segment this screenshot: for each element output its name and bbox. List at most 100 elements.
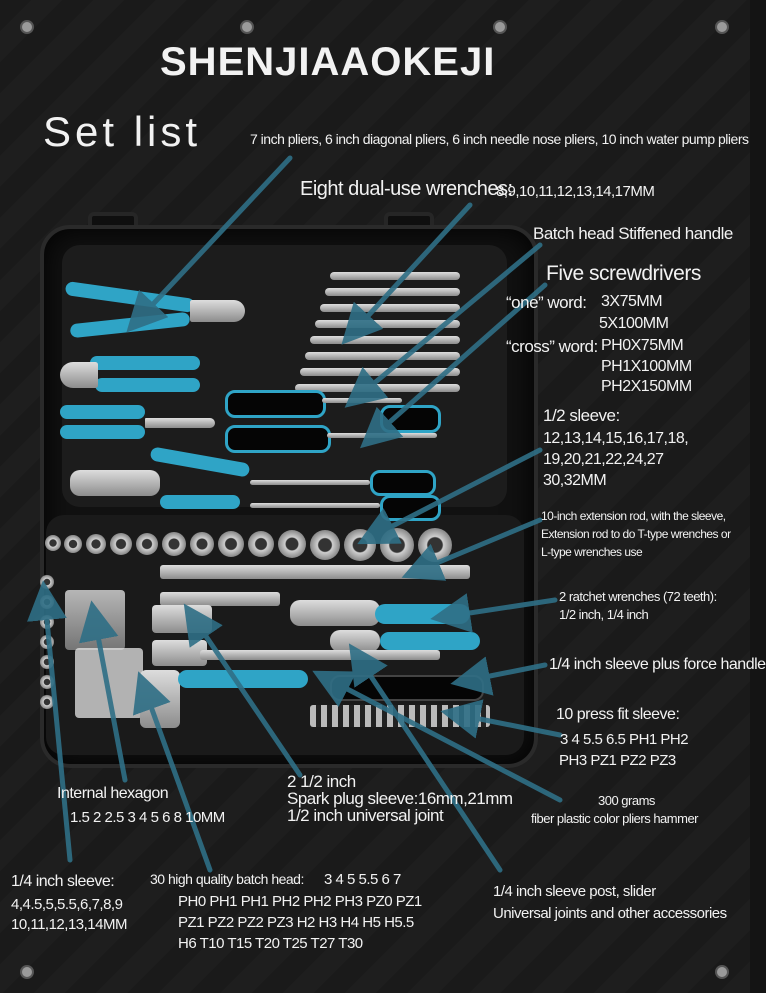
label-press-fit-title: 10 press fit sleeve: bbox=[556, 706, 680, 723]
screwdriver-shaft bbox=[250, 503, 380, 508]
label-batch-head-1: PH0 PH1 PH1 PH2 PH2 PH3 PZ0 PZ1 bbox=[178, 893, 422, 910]
label-extension-3: L-type wrenches use bbox=[541, 545, 643, 559]
socket bbox=[162, 532, 186, 556]
pliers-handle bbox=[95, 378, 200, 392]
combination-wrench bbox=[315, 320, 460, 328]
label-pliers: 7 inch pliers, 6 inch diagonal pliers, 6… bbox=[250, 131, 749, 147]
label-press-fit-2: PH3 PZ1 PZ2 PZ3 bbox=[559, 752, 676, 769]
hammer-handle bbox=[178, 670, 308, 688]
label-quarter-sleeve-1: 4,4.5,5,5.5,6,7,8,9 bbox=[11, 896, 123, 913]
label-cross-3: PH2X150MM bbox=[601, 378, 692, 395]
arrow-extension bbox=[401, 517, 543, 581]
label-extension-1: 10-inch extension rod, with the sleeve, bbox=[541, 509, 726, 523]
label-wrenches-sizes: 8,9,10,11,12,13,14,17MM bbox=[496, 183, 655, 200]
label-force-handle: 1/4 inch sleeve plus force handle bbox=[549, 656, 766, 673]
extension-bar bbox=[160, 565, 470, 579]
arrow-spark bbox=[183, 603, 303, 778]
pliers-handle bbox=[160, 495, 240, 509]
arrow-screwdrivers bbox=[360, 282, 548, 449]
label-cross-1: PH0X75MM bbox=[601, 337, 684, 354]
label-screwdrivers-title: Five screwdrivers bbox=[546, 262, 701, 285]
arrow-press-fit bbox=[440, 699, 563, 739]
pliers-handle bbox=[60, 405, 145, 419]
label-batch-handle: Batch head Stiffened handle bbox=[533, 224, 733, 243]
rivet bbox=[493, 20, 507, 34]
label-one-word: “one” word: bbox=[506, 293, 587, 312]
combination-wrench bbox=[320, 304, 460, 312]
socket bbox=[64, 535, 82, 553]
label-wrenches-title: Eight dual-use wrenches: bbox=[300, 178, 513, 200]
screwdriver-shaft bbox=[250, 480, 370, 485]
rivet bbox=[240, 20, 254, 34]
label-hammer-2: fiber plastic color pliers hammer bbox=[531, 811, 699, 826]
label-hammer-1: 300 grams bbox=[598, 793, 655, 808]
rivet bbox=[715, 965, 729, 979]
ratchet-handle bbox=[380, 632, 480, 650]
label-batch-head-0: 3 4 5 5.5 6 7 bbox=[324, 871, 401, 888]
socket bbox=[248, 531, 274, 557]
label-internal-hex-sizes: 1.5 2 2.5 3 4 5 6 8 10MM bbox=[70, 809, 225, 826]
label-internal-hex-title: Internal hexagon bbox=[57, 785, 169, 802]
label-spark-1: 2 1/2 inch bbox=[287, 772, 356, 791]
socket bbox=[190, 532, 214, 556]
label-cross-2: PH1X100MM bbox=[601, 358, 692, 375]
label-post-2: Universal joints and other accessories bbox=[493, 905, 727, 922]
pliers-jaw bbox=[60, 362, 98, 388]
label-spark-2: Spark plug sleeve:16mm,21mm bbox=[287, 789, 513, 808]
screwdriver-handle bbox=[225, 425, 331, 453]
socket bbox=[86, 534, 106, 554]
label-one-word-1: 3X75MM bbox=[601, 293, 663, 310]
extension-bar bbox=[160, 592, 280, 606]
socket bbox=[45, 535, 61, 551]
label-ratchet-2: 1/2 inch, 1/4 inch bbox=[559, 607, 649, 622]
rivet bbox=[20, 965, 34, 979]
label-batch-head-2: PZ1 PZ2 PZ2 PZ3 H2 H3 H4 H5 H5.5 bbox=[178, 914, 414, 931]
pump-pliers-jaw bbox=[70, 470, 160, 496]
label-batch-head-3: H6 T10 T15 T20 T25 T27 T30 bbox=[178, 935, 363, 952]
arrow-hammer bbox=[312, 670, 563, 803]
label-half-sleeve-title: 1/2 sleeve: bbox=[543, 406, 620, 425]
label-quarter-sleeve-2: 10,11,12,13,14MM bbox=[11, 916, 127, 933]
extension-bar bbox=[200, 650, 440, 660]
arrow-quarter-sleeve bbox=[27, 580, 73, 863]
pliers-handle bbox=[90, 356, 200, 370]
arrow-post bbox=[348, 643, 503, 873]
arrow-force-handle bbox=[450, 656, 548, 696]
arrow-batch-handle bbox=[344, 242, 543, 408]
label-press-fit-1: 3 4 5.5 6.5 PH1 PH2 bbox=[560, 731, 689, 748]
arrow-pliers bbox=[126, 155, 293, 333]
rivet bbox=[20, 20, 34, 34]
combination-wrench bbox=[310, 336, 460, 344]
socket bbox=[110, 533, 132, 555]
socket bbox=[136, 533, 158, 555]
screwdriver-handle bbox=[370, 470, 436, 496]
page-title: Set list bbox=[43, 108, 202, 155]
callout-arrows bbox=[27, 155, 563, 873]
label-spark-3: 1/2 inch universal joint bbox=[287, 806, 444, 825]
arrow-batch-head bbox=[132, 671, 213, 873]
arrow-ratchet bbox=[430, 593, 558, 633]
label-batch-head-title: 30 high quality batch head: bbox=[150, 871, 304, 887]
label-one-word-2: 5X100MM bbox=[599, 315, 669, 332]
label-half-sleeve-1: 12,13,14,15,16,17,18, bbox=[543, 430, 689, 447]
label-cross-word: “cross” word: bbox=[506, 337, 598, 356]
pliers-jaw bbox=[145, 418, 215, 428]
screwdriver-handle bbox=[225, 390, 326, 418]
combination-wrench bbox=[330, 272, 460, 280]
socket bbox=[310, 530, 340, 560]
combination-wrench bbox=[305, 352, 460, 360]
label-half-sleeve-2: 19,20,21,22,24,27 bbox=[543, 451, 664, 468]
arrow-hex bbox=[79, 600, 128, 783]
ratchet-head bbox=[290, 600, 380, 626]
socket bbox=[278, 530, 306, 558]
brand-name: SHENJIAAOKEJI bbox=[160, 40, 496, 84]
arrow-half-sleeve bbox=[357, 447, 543, 545]
label-extension-2: Extension rod to do T-type wrenches or bbox=[541, 527, 731, 541]
socket bbox=[40, 695, 54, 709]
label-post-1: 1/4 inch sleeve post, slider bbox=[493, 883, 656, 900]
rivet bbox=[715, 20, 729, 34]
pliers-jaw bbox=[190, 300, 245, 322]
pliers-handle bbox=[60, 425, 145, 439]
label-half-sleeve-3: 30,32MM bbox=[543, 472, 607, 489]
arrow-wrenches bbox=[341, 202, 473, 345]
